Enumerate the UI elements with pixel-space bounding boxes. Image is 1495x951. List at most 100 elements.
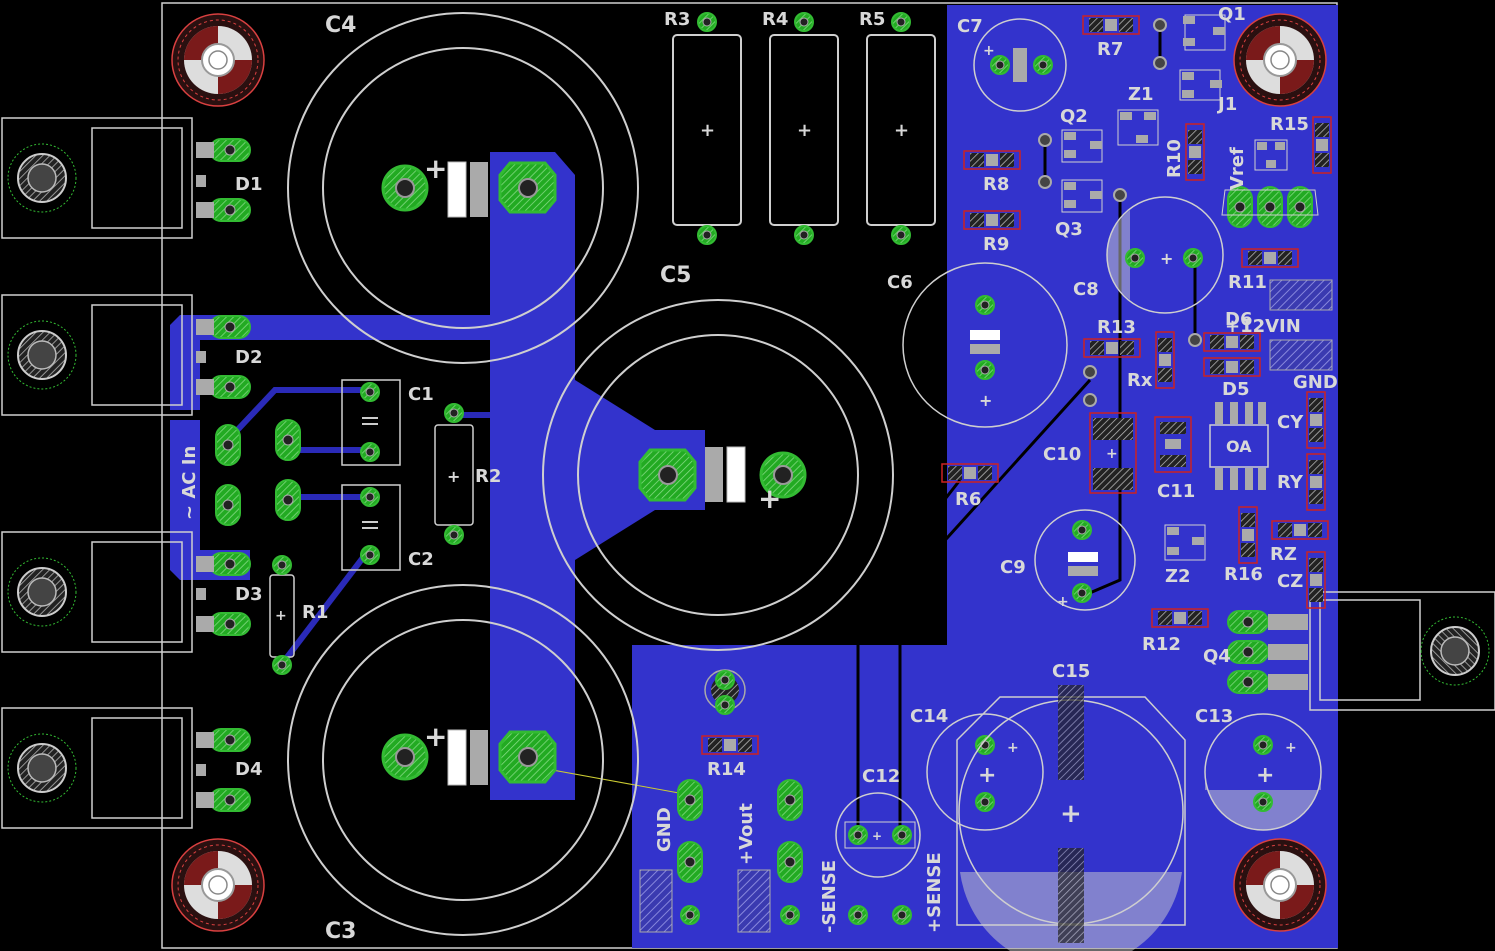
mounting-hole-tl [171,13,265,107]
label-r12: R12 [1142,634,1181,655]
transistor-q4-pads [1227,610,1308,694]
label-c6: C6 [887,272,913,293]
label-ac-in: ~ AC In [179,446,200,520]
label-c12: C12 [862,766,900,787]
capacitor-c5-pads: + [638,446,807,515]
sense-traces [856,25,1197,830]
label-rz: RZ [1270,544,1297,565]
mounting-hole-br [1233,838,1327,932]
svg-text:+: + [1106,446,1118,462]
label-r15: R15 [1270,114,1309,135]
resistor-r2: + [434,403,474,545]
label-z2: Z2 [1165,566,1191,587]
svg-text:+: + [894,120,909,141]
svg-text:+: + [979,391,992,410]
capacitor-c5 [542,299,894,651]
label-r2: R2 [475,466,501,487]
svg-text:+: + [447,467,460,486]
resistor-r4: + [769,12,839,245]
label-r6: R6 [955,489,981,510]
svg-text:+: + [1057,594,1069,610]
svg-text:+: + [797,120,812,141]
label-rx: Rx [1127,370,1153,391]
label-r4: R4 [762,9,788,30]
label-d3: D3 [235,584,262,605]
capacitor-c11 [1154,416,1192,473]
label-r13: R13 [1097,317,1136,338]
label-r5: R5 [859,9,885,30]
capacitor-c8: + [1106,196,1224,314]
capacitor-c4-pads [381,161,557,218]
svg-text:+: + [1060,799,1082,829]
led-indicator [704,669,746,715]
label-q3: Q3 [1055,219,1083,240]
label-12vin: +12VIN [1225,316,1301,337]
label-d5: D5 [1222,379,1249,400]
c3-plus-mark: + [424,720,447,753]
label-d2: D2 [235,347,262,368]
capacitor-c6: + [902,262,1068,428]
label-sense-plus: +SENSE [924,852,945,933]
copper-pour-main-bus [170,152,705,800]
label-r8: R8 [983,174,1009,195]
label-c11: C11 [1157,481,1195,502]
label-r11: R11 [1228,272,1267,293]
label-ry: RY [1277,472,1304,493]
capacitor-c3 [287,584,639,936]
silkscreen-labels: C4 C3 C5 C6 C7 C8 C9 C10 C11 C12 C13 C14… [179,4,1338,944]
svg-text:+: + [1160,249,1173,268]
copper-pour-ac-left [170,420,250,580]
vref-regulator [1221,139,1319,228]
label-c4: C4 [325,13,356,38]
label-d6: D6 [1225,309,1252,330]
svg-text:+: + [978,763,996,788]
sense-minus-pad [848,905,868,925]
output-connector-gnd [639,779,703,933]
label-q4: Q4 [1203,646,1231,667]
label-c10: C10 [1043,444,1081,465]
label-q1: Q1 [1218,4,1246,25]
mounting-hole-tr [1233,13,1327,107]
zener-z1 [1117,109,1159,146]
capacitor-c2 [341,484,401,571]
opamp-oa [1209,402,1269,490]
svg-text:+: + [758,482,781,515]
label-r14: R14 [707,759,746,780]
svg-text:+: + [275,608,287,624]
label-sense-minus: -SENSE [819,860,840,933]
label-d4: D4 [235,759,262,780]
label-r9: R9 [983,234,1009,255]
c4-plus-mark: + [424,152,447,185]
label-c13: C13 [1195,706,1233,727]
capacitor-c3-pads [381,729,557,786]
label-vref: Vref [1227,147,1248,190]
jumper-j1 [1179,69,1222,101]
label-r10: R10 [1164,139,1185,178]
resistor-r1: + [269,555,295,675]
capacitor-c14: + + [926,713,1044,831]
label-c8: C8 [1073,279,1099,300]
mounting-hole-bl [171,838,265,932]
label-gnd-right: GND [1293,372,1338,393]
label-c14: C14 [910,706,948,727]
output-connector-vout [737,779,803,933]
label-cy: CY [1277,412,1304,433]
label-c15: C15 [1052,661,1090,682]
svg-text:+: + [700,120,715,141]
capacitor-c12: + [835,792,921,878]
transistor-q3 [1061,179,1103,213]
capacitor-c4 [287,12,639,364]
capacitor-c15: + [956,685,1186,951]
capacitor-c13: + + [1204,713,1322,831]
svg-text:+: + [983,43,995,59]
capacitor-c10: + [1089,412,1137,494]
label-j1: J1 [1216,94,1237,115]
svg-text:+: + [1007,740,1019,756]
label-c3: C3 [325,919,356,944]
sense-plus-pad [892,905,912,925]
label-c2: C2 [408,549,434,570]
label-c7: C7 [957,16,983,37]
label-d1: D1 [235,174,262,195]
label-r3: R3 [664,9,690,30]
label-cz: CZ [1277,571,1303,592]
